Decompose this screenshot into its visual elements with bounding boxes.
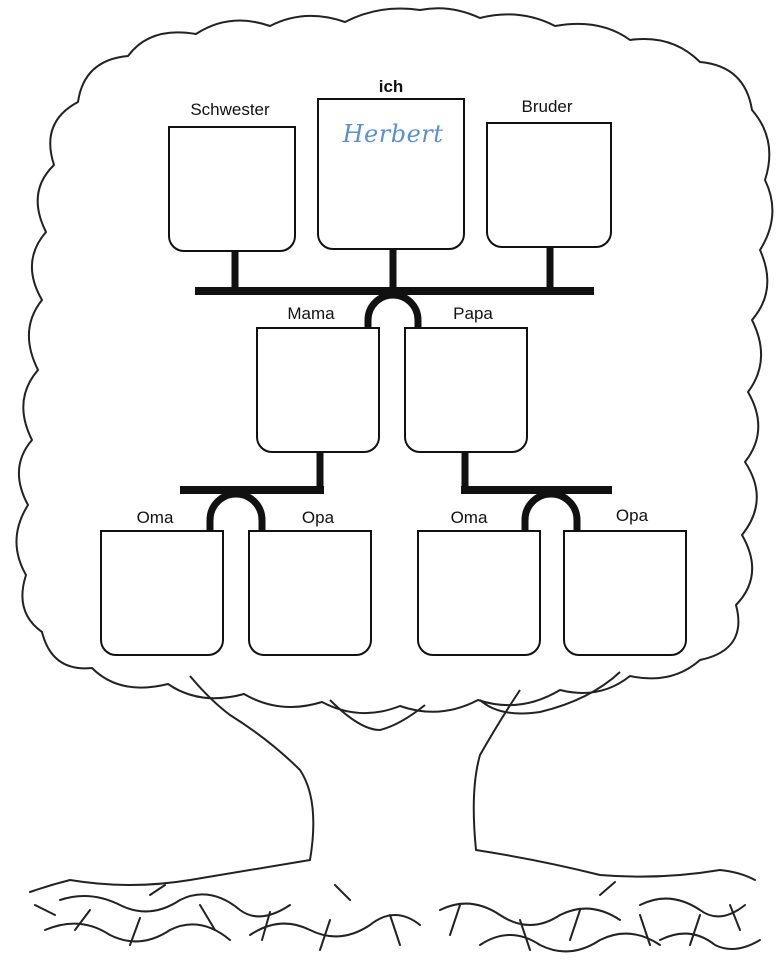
maternal-grandfather-box[interactable]: [248, 530, 372, 656]
paternal-grandmother-box[interactable]: [417, 530, 541, 656]
maternal-grandmother-label: Oma: [136, 508, 174, 527]
me-label: ich: [378, 77, 404, 96]
paternal-grandfather-box[interactable]: [563, 530, 687, 656]
tree-connectors: [180, 246, 612, 532]
me-box[interactable]: Herbert: [317, 98, 465, 250]
brother-label: Bruder: [521, 97, 573, 116]
parents-arch: [364, 291, 422, 330]
brother-box[interactable]: [486, 122, 612, 248]
father-label: Papa: [453, 304, 493, 323]
sister-box[interactable]: [168, 126, 296, 252]
paternal-grandfather-label: Opa: [615, 506, 649, 525]
sister-label: Schwester: [190, 100, 270, 119]
mother-box[interactable]: [256, 327, 380, 453]
father-box[interactable]: [404, 327, 528, 453]
tree-trunk: [189, 671, 621, 861]
me-entry: Herbert: [342, 120, 444, 148]
maternal-grandmother-box[interactable]: [100, 530, 224, 656]
mother-label: Mama: [287, 304, 335, 323]
maternal-grandparents-arch: [206, 490, 266, 532]
paternal-grandmother-label: Oma: [450, 508, 488, 527]
tree-roots: [29, 849, 761, 953]
maternal-grandfather-label: Opa: [301, 508, 335, 527]
tree-crown-outline: [15, 7, 774, 715]
paternal-grandparents-arch: [521, 490, 581, 532]
